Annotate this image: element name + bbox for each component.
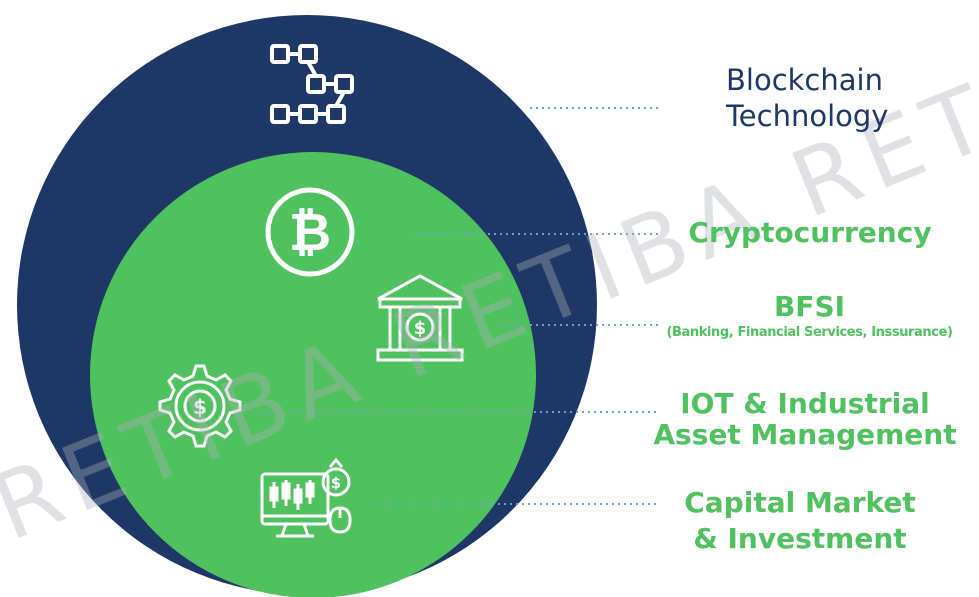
svg-text:$: $ bbox=[331, 474, 341, 492]
label-iot: IOT & Industrial Asset Management bbox=[650, 388, 960, 450]
svg-text:$: $ bbox=[193, 395, 207, 419]
label-capital-line1: Capital Market bbox=[684, 486, 916, 519]
label-iot-line1: IOT & Industrial bbox=[680, 387, 930, 420]
svg-text:$: $ bbox=[414, 318, 427, 339]
label-blockchain-line2: Technology bbox=[726, 99, 889, 133]
label-bfsi-title: BFSI bbox=[773, 290, 846, 323]
connector-lines bbox=[258, 107, 660, 505]
label-bfsi-subtitle: (Banking, Financial Services, Inssurance… bbox=[666, 325, 953, 340]
label-blockchain-line1: Blockchain bbox=[726, 63, 883, 97]
label-capital-market: Capital Market & Investment bbox=[660, 485, 940, 557]
label-iot-line2: Asset Management bbox=[653, 418, 957, 451]
blockchain-icon bbox=[270, 44, 354, 124]
label-capital-line2: & Investment bbox=[693, 522, 907, 555]
label-blockchain: Blockchain Technology bbox=[700, 62, 910, 134]
svg-text:₿: ₿ bbox=[289, 203, 331, 263]
trading-monitor-icon: $ bbox=[260, 457, 352, 538]
bitcoin-icon: ₿ bbox=[265, 187, 355, 277]
label-cryptocurrency: Cryptocurrency bbox=[688, 216, 932, 249]
inner-circle bbox=[90, 152, 536, 597]
bank-dollar-icon: $ bbox=[376, 274, 464, 362]
gear-dollar-icon: $ bbox=[158, 364, 242, 448]
label-bfsi: BFSI (Banking, Financial Services, Inssu… bbox=[640, 290, 979, 342]
